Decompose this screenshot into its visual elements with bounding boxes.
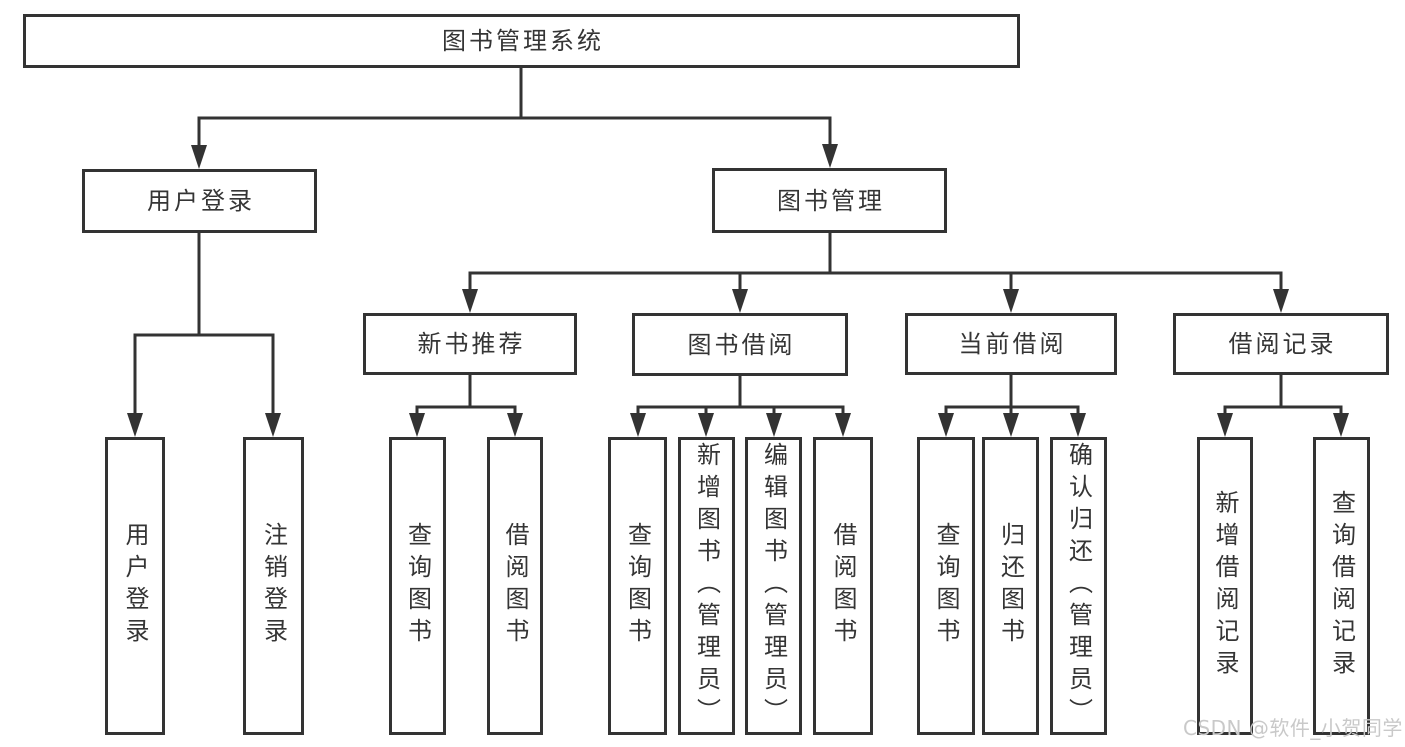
node-borrow-records-label: 借阅记录: [1228, 330, 1337, 358]
csdn-watermark: CSDN @软件_小贺同学: [1183, 716, 1403, 740]
node-root-label: 图书管理系统: [442, 27, 604, 55]
leaf-confirm-return-admin: 确认归还（管理员）: [1050, 437, 1107, 735]
leaf-borrow-book-label: 借阅图书: [829, 522, 857, 650]
leaf-add-book-admin: 新增图书（管理员）: [678, 437, 735, 735]
leaf-query-book-recommend-label: 查询图书: [403, 522, 432, 650]
leaf-borrow-book-recommend-label: 借阅图书: [501, 522, 529, 650]
node-root-system: 图书管理系统: [23, 14, 1020, 68]
node-book-borrow: 图书借阅: [632, 313, 848, 376]
leaf-add-book-admin-label: 新增图书（管理员）: [692, 442, 721, 730]
leaf-query-borrow-record: 查询借阅记录: [1313, 437, 1370, 735]
leaf-borrow-book-recommend: 借阅图书: [487, 437, 543, 735]
node-user-login-label: 用户登录: [147, 187, 255, 215]
leaf-query-book-borrow: 查询图书: [608, 437, 667, 735]
leaf-return-book: 归还图书: [982, 437, 1039, 735]
leaf-edit-book-admin-label: 编辑图书（管理员）: [759, 442, 788, 730]
leaf-add-borrow-record-label: 新增借阅记录: [1211, 490, 1239, 682]
node-book-borrow-label: 图书借阅: [687, 330, 796, 359]
leaf-borrow-book: 借阅图书: [813, 437, 873, 735]
node-user-login: 用户登录: [82, 169, 317, 233]
node-current-borrow-label: 当前借阅: [958, 330, 1067, 358]
leaf-confirm-return-admin-label: 确认归还（管理员）: [1064, 442, 1093, 730]
leaf-return-book-label: 归还图书: [996, 522, 1025, 650]
leaf-query-book-recommend: 查询图书: [389, 437, 446, 735]
leaf-query-book-current-label: 查询图书: [932, 522, 960, 650]
leaf-logout-label: 注销登录: [259, 522, 288, 650]
leaf-query-borrow-record-label: 查询借阅记录: [1327, 490, 1356, 682]
leaf-logout: 注销登录: [243, 437, 304, 735]
leaf-user-login-label: 用户登录: [121, 522, 149, 650]
node-book-management: 图书管理: [712, 168, 947, 233]
leaf-query-book-borrow-label: 查询图书: [623, 522, 652, 650]
leaf-edit-book-admin: 编辑图书（管理员）: [745, 437, 802, 735]
node-book-management-label: 图书管理: [777, 186, 885, 215]
node-new-book-recommend: 新书推荐: [363, 313, 577, 375]
node-current-borrow: 当前借阅: [905, 313, 1117, 375]
leaf-query-book-current: 查询图书: [917, 437, 975, 735]
leaf-user-login: 用户登录: [105, 437, 165, 735]
node-new-book-recommend-label: 新书推荐: [417, 330, 526, 358]
node-borrow-records: 借阅记录: [1173, 313, 1389, 375]
leaf-add-borrow-record: 新增借阅记录: [1197, 437, 1253, 735]
